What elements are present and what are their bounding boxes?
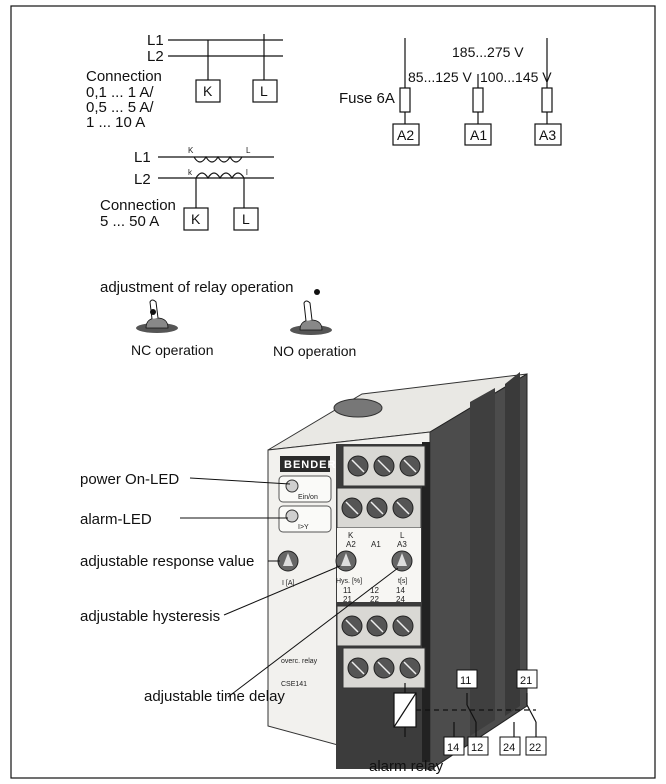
- ct-connection: [158, 155, 274, 208]
- supply-a1-label: A1: [470, 127, 487, 143]
- frame: [10, 5, 656, 779]
- term-24: 24: [396, 595, 405, 604]
- ct-terminal-l-label: L: [242, 211, 250, 227]
- term-22: 22: [370, 595, 379, 604]
- l2-label: L2: [147, 48, 164, 65]
- dial-label-time: t[s]: [398, 578, 407, 585]
- no-label: NO operation: [273, 343, 356, 359]
- terminal-k-label: K: [203, 83, 213, 99]
- relay-11-box: [456, 669, 478, 689]
- nc-switch-icon: [136, 299, 178, 333]
- device-type: overc. relay: [281, 658, 318, 665]
- term-a1: A1: [371, 540, 381, 549]
- relay-24-box: [499, 736, 521, 756]
- supply-wiring: [399, 38, 553, 124]
- power-led: [285, 479, 299, 493]
- term-a3: A3: [397, 540, 407, 549]
- alarm-led: [285, 509, 299, 523]
- relay-14-label: 14: [447, 742, 459, 754]
- terminal-l-box: [252, 79, 278, 103]
- term-k: K: [348, 531, 354, 540]
- callout-power-led: power On-LED: [80, 471, 179, 488]
- device-model: CSE141: [281, 681, 307, 688]
- relay-14-box: [443, 736, 465, 756]
- supply-a2-label: A2: [397, 127, 414, 143]
- supply-a2-box: [392, 123, 420, 146]
- relay-21-label: 21: [520, 675, 532, 687]
- callout-alarm-led: alarm-LED: [80, 511, 152, 528]
- callout-time-delay: adjustable time delay: [144, 688, 285, 705]
- ct-l-upper: L: [246, 146, 251, 155]
- relay-12-label: 12: [471, 742, 483, 754]
- dial-label-hyst: Hys. [%]: [336, 578, 362, 585]
- connection-title: Connection: [86, 68, 162, 85]
- term-11: 11: [343, 586, 352, 595]
- no-switch-icon: [290, 300, 332, 335]
- terminal-block-lower-mid: [336, 605, 422, 647]
- connection-range-2: 0,5 ... 5 A/: [86, 99, 154, 116]
- relay-22-label: 22: [529, 742, 541, 754]
- ct-k-lower: k: [188, 168, 193, 177]
- nc-label: NC operation: [131, 342, 214, 358]
- connection-range-3: 1 ... 10 A: [86, 114, 145, 131]
- adjustment-dot: [314, 289, 320, 295]
- term-l: L: [400, 531, 405, 540]
- ct-terminal-l-box: [233, 207, 259, 231]
- supply-a1-box: [464, 123, 492, 146]
- supply-a3-label: A3: [539, 127, 556, 143]
- term-21: 21: [343, 595, 352, 604]
- ct-k-upper: K: [188, 146, 194, 155]
- term-12: 12: [370, 586, 379, 595]
- relay-12-box: [467, 736, 489, 756]
- terminal-block-upper-mid: [336, 487, 422, 529]
- ct-connection-range: 5 ... 50 A: [100, 213, 159, 230]
- ct-connection-title: Connection: [100, 197, 176, 214]
- supply-a3-box: [534, 123, 562, 146]
- alarm-relay-label: alarm relay: [369, 758, 444, 775]
- power-led-text: Ein/on: [298, 494, 318, 501]
- direct-connection: [168, 34, 283, 80]
- fuse-label: Fuse 6A: [339, 90, 395, 107]
- response-dial[interactable]: [277, 550, 299, 572]
- terminal-block-bottom: [342, 647, 426, 689]
- relay-22-box: [525, 736, 547, 756]
- voltage-mid: 185...275 V: [452, 44, 524, 60]
- voltage-right: 100...145 V: [480, 69, 552, 85]
- alarm-led-text: I>Y: [298, 524, 309, 531]
- ct-l-lower: l: [246, 168, 248, 177]
- terminal-k-box: [195, 79, 221, 103]
- ct-terminal-k-label: K: [191, 211, 201, 227]
- term-a2: A2: [346, 540, 356, 549]
- term-14: 14: [396, 586, 405, 595]
- callout-hysteresis: adjustable hysteresis: [80, 608, 220, 625]
- ct-terminal-k-box: [183, 207, 209, 231]
- alarm-relay-schematic: [393, 683, 537, 737]
- callout-lines: [180, 477, 399, 698]
- dial-label-current: I [A]: [282, 580, 295, 587]
- hysteresis-dial[interactable]: [335, 550, 357, 572]
- ct-l1-label: L1: [134, 149, 151, 166]
- callout-response: adjustable response value: [80, 553, 254, 570]
- ct-l2-label: L2: [134, 171, 151, 188]
- relay-11-label: 11: [460, 675, 471, 687]
- relay-24-label: 24: [503, 742, 515, 754]
- terminal-l-label: L: [260, 83, 268, 99]
- relay-21-box: [516, 669, 538, 689]
- time-delay-dial[interactable]: [391, 550, 413, 572]
- adjustment-title: adjustment of relay operation: [100, 279, 293, 296]
- terminal-block-top: [342, 445, 426, 487]
- brand-plate: [280, 456, 330, 472]
- brand-label: BENDER: [284, 459, 336, 471]
- connection-range-1: 0,1 ... 1 A/: [86, 84, 154, 101]
- voltage-left: 85...125 V: [408, 69, 472, 85]
- l1-label: L1: [147, 32, 164, 49]
